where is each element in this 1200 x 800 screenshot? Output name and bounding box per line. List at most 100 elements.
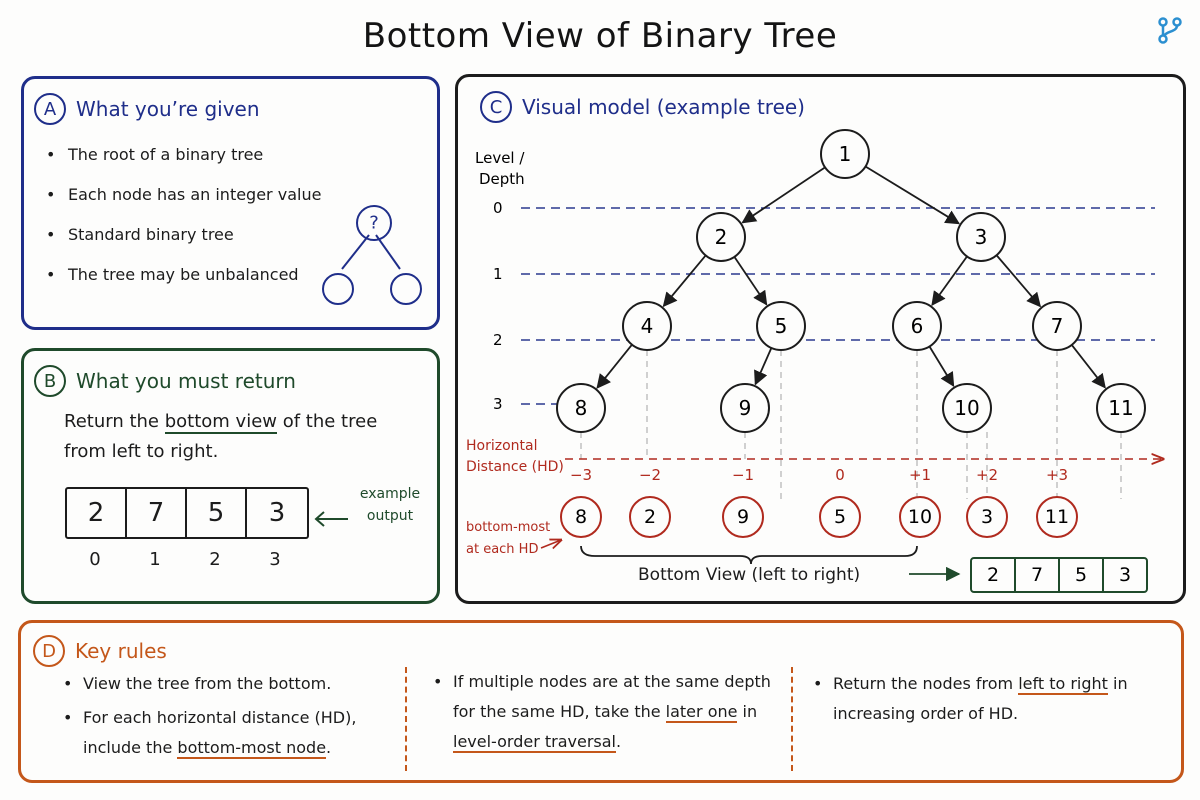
tree-node <box>696 212 746 262</box>
bottom-node-label: 10 <box>908 506 932 528</box>
panel-d-badge: D <box>33 635 65 667</box>
bottom-node <box>819 496 861 538</box>
hd-value-label: −2 <box>639 466 661 484</box>
rule-text: in <box>737 702 758 721</box>
rule-text: Return the nodes from <box>833 674 1019 693</box>
rule-text: . <box>616 732 622 751</box>
panel-c-badge: C <box>480 91 512 123</box>
given-item: The tree may be unbalanced <box>44 265 344 305</box>
panel-d-heading: Key rules <box>75 639 167 663</box>
array-cell: 7 <box>127 489 187 537</box>
bottom-most-label: at each HD <box>466 542 538 557</box>
tree-node-label: 6 <box>911 314 924 338</box>
level-axis-label: Level / <box>475 149 525 167</box>
tree-node <box>820 129 870 179</box>
mini-tree: ? <box>322 205 422 305</box>
hd-value-label: +1 <box>909 466 931 484</box>
given-item: Standard binary tree <box>44 225 344 265</box>
level-label: 3 <box>493 395 503 413</box>
panel-d-header: D Key rules <box>33 635 167 667</box>
tree-edge <box>1071 344 1106 389</box>
tree-node-label: 10 <box>954 396 979 420</box>
bottom-node-label: 11 <box>1045 506 1069 528</box>
rule-item: Return the nodes from left to right in i… <box>811 669 1151 729</box>
branch-icon[interactable] <box>1154 14 1186 46</box>
bottom-view-label: Bottom View (left to right) <box>638 565 860 585</box>
level-axis-label: Depth <box>479 170 525 188</box>
result-cell: 2 <box>987 564 999 586</box>
hd-axis-label: Horizontal <box>466 438 537 454</box>
tree-node <box>956 212 1006 262</box>
bottom-node-label: 3 <box>981 506 993 528</box>
level-label: 0 <box>493 199 503 217</box>
rule-text: View the tree from the bottom. <box>83 674 332 693</box>
hd-value-label: −3 <box>570 466 592 484</box>
rules-column-2: If multiple nodes are at the same depth … <box>431 667 771 761</box>
rules-column-1: View the tree from the bottom. For each … <box>61 669 391 767</box>
bottom-node-label: 9 <box>737 506 749 528</box>
rule-emphasis: level-order traversal <box>453 732 616 753</box>
tree-edge <box>931 255 968 307</box>
bottom-node <box>966 496 1008 538</box>
rule-item: For each horizontal distance (HD), inclu… <box>61 703 391 763</box>
mini-tree-right <box>390 273 422 305</box>
panel-given: A What you’re given The root of a binary… <box>21 76 440 330</box>
bottom-node <box>899 496 941 538</box>
example-output-array: 2 7 5 3 <box>65 487 309 539</box>
page-title: Bottom View of Binary Tree <box>362 16 838 56</box>
panel-b-header: B What you must return <box>34 365 296 397</box>
panel-return: B What you must return Return the bottom… <box>21 348 440 604</box>
tree-edge <box>865 165 961 225</box>
rules-column-3: Return the nodes from left to right in i… <box>811 669 1151 733</box>
mini-tree-root-label: ? <box>369 213 379 234</box>
hd-value-label: +3 <box>1046 466 1068 484</box>
bottom-node <box>1036 496 1078 538</box>
tree-node-label: 11 <box>1108 396 1133 420</box>
bottom-most-arrow <box>540 540 561 548</box>
tree-edge <box>928 346 955 388</box>
array-cell: 5 <box>187 489 247 537</box>
rule-text: If multiple nodes are at the same depth … <box>453 672 771 721</box>
tree-node <box>756 301 806 351</box>
rule-text: For each horizontal distance (HD), inclu… <box>83 708 357 757</box>
panel-b-heading: What you must return <box>76 369 296 393</box>
bottom-most-label: bottom-most <box>466 520 550 535</box>
hd-value-label: +2 <box>976 466 998 484</box>
array-index: 1 <box>149 549 161 570</box>
tree-node-label: 9 <box>739 396 752 420</box>
tree-edge <box>741 166 826 224</box>
rule-emphasis: later one <box>665 702 738 723</box>
rule-emphasis: bottom-most node <box>177 738 327 759</box>
tree-node-label: 3 <box>975 225 988 249</box>
tree-node-label: 8 <box>575 396 588 420</box>
result-cell: 7 <box>1031 564 1043 586</box>
tree-node <box>720 383 770 433</box>
panel-a-heading: What you’re given <box>76 97 260 121</box>
bottom-node-label: 5 <box>834 506 846 528</box>
panel-c-header: C Visual model (example tree) <box>480 91 805 123</box>
example-output-label: example output <box>359 486 421 524</box>
rule-item: View the tree from the bottom. <box>61 669 391 699</box>
tree-edge <box>662 254 707 308</box>
panel-a-header: A What you’re given <box>34 93 260 125</box>
rule-text: . <box>326 738 332 757</box>
rule-emphasis: left to right <box>1018 674 1108 695</box>
mini-tree-left <box>322 273 354 305</box>
return-text: of the tree from left to right. <box>64 411 378 462</box>
given-item: The root of a binary tree <box>44 145 344 185</box>
mini-tree-root <box>356 205 392 241</box>
bottom-view-brace <box>580 545 918 565</box>
panel-c-heading: Visual model (example tree) <box>522 95 805 119</box>
bottom-node-label: 2 <box>644 506 656 528</box>
tree-edge <box>754 347 773 386</box>
bottom-node <box>722 496 764 538</box>
given-item: Each node has an integer value <box>44 185 344 225</box>
array-cell: 3 <box>268 498 286 528</box>
tree-node-label: 1 <box>839 142 852 166</box>
array-cell: 2 <box>67 489 127 537</box>
tree-node <box>892 301 942 351</box>
return-text: Return the <box>64 411 165 432</box>
array-index: 2 <box>209 549 221 570</box>
tree-edge <box>596 344 633 389</box>
